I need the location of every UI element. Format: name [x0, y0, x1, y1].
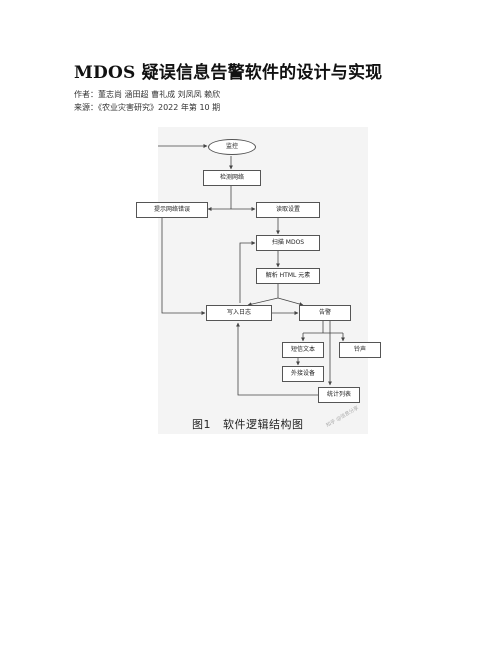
node-write-log: 写入日志	[206, 305, 272, 321]
document-title: MDOS 疑误信息告警软件的设计与实现	[74, 63, 383, 83]
node-read-settings: 读取设置	[256, 202, 320, 218]
author-line: 作者：董志尚 涵田超 曹礼成 刘凤凤 赖欣	[74, 89, 220, 100]
arrow-parse-alarm	[277, 297, 304, 306]
figure-caption-text: 软件逻辑结构图	[223, 418, 304, 431]
source-line: 来源：《农业灾害研究》2022 年第 10 期	[74, 102, 220, 113]
node-parse-html: 解析 HTML 元素	[256, 268, 320, 284]
source-text: 《农业灾害研究》2022 年第 10 期	[98, 103, 221, 112]
arrow-parse-log	[247, 297, 279, 307]
node-alarm: 告警	[299, 305, 351, 321]
node-ring: 铃声	[339, 342, 381, 358]
author-names: 董志尚 涵田超 曹礼成 刘凤凤 赖欣	[98, 90, 221, 99]
source-label: 来源：	[74, 103, 98, 112]
figure-caption-number: 图1	[192, 418, 211, 431]
node-check-network: 检测网络	[203, 170, 261, 186]
arrow-log-scan	[239, 241, 256, 303]
arrow-prompt-loop	[158, 144, 208, 148]
node-sms-text: 短信文本	[282, 342, 324, 358]
node-external-device: 外接设备	[282, 366, 324, 382]
arrow-prompt-log	[161, 217, 206, 315]
author-label: 作者：	[74, 90, 98, 99]
arrow-stat-log	[236, 322, 318, 396]
node-stat-list: 统计列表	[318, 387, 360, 403]
node-start: 监控	[208, 139, 256, 155]
figure-caption: 图1 软件逻辑结构图	[192, 416, 304, 432]
flowchart-figure: 监控 检测网络 提示网络错误 读取设置 扫描 MDOS 解析 HTML 元素 写…	[136, 127, 381, 434]
flowchart-arrows	[158, 144, 345, 396]
node-prompt-network-error: 提示网络错误	[136, 202, 208, 218]
node-scan-mdos: 扫描 MDOS	[256, 235, 320, 251]
